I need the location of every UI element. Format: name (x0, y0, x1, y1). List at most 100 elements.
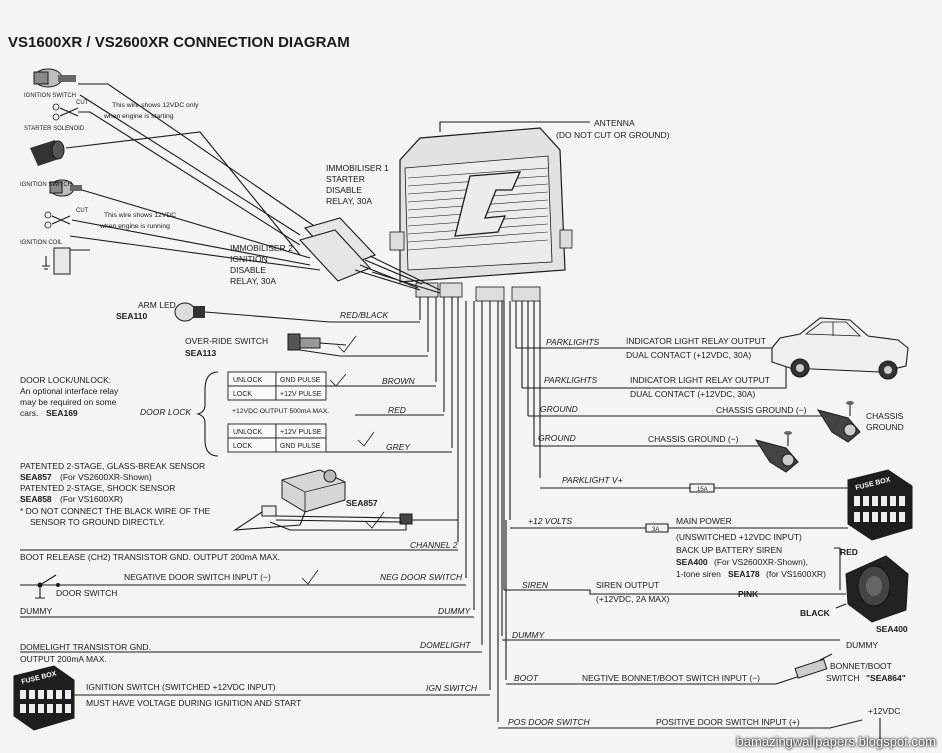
siren-black-label: BLACK (800, 608, 831, 618)
ground-lug-2-icon (754, 431, 799, 473)
svg-text:RELAY, 30A: RELAY, 30A (230, 276, 276, 286)
sensor1-models: SEA857 (20, 472, 52, 482)
sea858-note: (For VS1600XR) (60, 494, 123, 504)
svg-text:+12V PULSE: +12V PULSE (280, 391, 322, 398)
door-lock-table-1: UNLOCK GND PULSE LOCK +12V PULSE (227, 371, 327, 401)
sea858-label: SEA858 (20, 494, 52, 504)
ignition-switch-label-2: IGNITION SWITCH (20, 182, 72, 188)
svg-text:IMMOBILISER 2: IMMOBILISER 2 (230, 243, 293, 253)
dummy-right-label: DUMMY (846, 640, 878, 650)
backup1-label: BACK UP BATTERY SIREN (676, 545, 782, 555)
neg-door-switch-label: NEG DOOR SWITCH (380, 572, 463, 582)
dual1-label: DUAL CONTACT (+12VDC, 30A) (626, 350, 751, 360)
svg-text:+12V PULSE: +12V PULSE (280, 429, 322, 436)
siren-label: SIREN (522, 580, 549, 590)
wire-harness-vertical (419, 297, 541, 722)
ign-switch-label: IGN SWITCH (426, 683, 478, 693)
imm1-label: IMMOBILISER 1 STARTER DISABLE RELAY, 30A (326, 163, 389, 206)
relay-harness (298, 217, 441, 294)
check-2-icon (329, 373, 347, 387)
ground-label-2: GROUND (538, 433, 576, 443)
wire-ign-1b (79, 94, 301, 236)
override-switch-icon (287, 333, 347, 351)
siren-icon (845, 555, 909, 623)
antenna-note: (DO NOT CUT OR GROUND) (556, 130, 670, 140)
wire-siren (504, 589, 846, 595)
check-4-icon (365, 511, 385, 529)
antenna-label: ANTENNA (594, 118, 635, 128)
svg-text:LOCK: LOCK (233, 391, 252, 398)
bonnet1-label: BONNET/BOOT (830, 661, 892, 671)
dummy-right-wire-label: DUMMY (512, 630, 545, 640)
ind1-label: INDICATOR LIGHT RELAY OUTPUT (626, 336, 766, 346)
sea400-tag: SEA400 (876, 624, 908, 634)
control-unit (389, 127, 573, 302)
parklights-label-1: PARKLIGHTS (546, 337, 600, 347)
door-lock-label: DOOR LOCK (140, 407, 191, 417)
ign-note-label: MUST HAVE VOLTAGE DURING IGNITION AND ST… (86, 698, 301, 708)
bonnet-switch-icon (775, 653, 833, 685)
channel2-label: CHANNEL 2 (410, 540, 458, 550)
chassis-ground-label-2: CHASSIS GROUND (−) (648, 434, 739, 444)
sea113-label: SEA113 (185, 348, 216, 358)
plus12-volts-label: +12 VOLTS (528, 516, 572, 526)
chassis-label: CHASSIS (866, 411, 904, 421)
check-5-icon (301, 569, 319, 585)
sea400-label: SEA400 (676, 557, 708, 567)
wire-override (299, 349, 428, 357)
starter-solenoid-icon (30, 140, 65, 166)
wire-siren-black (835, 603, 847, 609)
wire-ign-1a (78, 83, 321, 231)
unswitched-label: (UNSWITCHED +12VDC INPUT) (676, 532, 802, 542)
wire-sensor-b (275, 515, 458, 523)
dummy-label-left: DUMMY (20, 606, 52, 616)
dummy-wire-label: DUMMY (438, 606, 471, 616)
wire-coil (69, 235, 321, 271)
backup4-label: (for VS1600XR) (766, 569, 826, 579)
red-label: RED (388, 405, 406, 415)
dl-note1: An optional interface relay (20, 386, 119, 396)
ind2-label: INDICATOR LIGHT RELAY OUTPUT (630, 375, 770, 385)
neg-bonnet-label: NEGTIVE BONNET/BOOT SWITCH INPUT (−) (582, 673, 760, 683)
plus12vdc-label: +12VDC (868, 706, 900, 716)
wire-parklights-2 (522, 365, 787, 389)
wire-ign-2a (81, 189, 311, 259)
ground-label-1: GROUND (540, 404, 578, 414)
watermark: bamazingwallpapers.blogspot.com (736, 734, 936, 749)
neg-door-input-label: NEGATIVE DOOR SWITCH INPUT (−) (124, 572, 271, 582)
fuse-3a-label: 3A (652, 527, 659, 533)
svg-text:UNLOCK: UNLOCK (233, 377, 263, 384)
sea857-note: (For VS2600XR-Shown) (60, 472, 152, 482)
wire-sensor-c (269, 521, 407, 531)
pos-door-label: POS DOOR SWITCH (508, 717, 591, 727)
door-lock-unlock-label: DOOR LOCK/UNLOCK: (20, 375, 111, 385)
ignition-switch-label: IGNITION SWITCH (24, 93, 76, 99)
ignition-switch-2-icon (49, 179, 82, 197)
brown-label: BROWN (382, 376, 415, 386)
sensor-warn2: SENSOR TO GROUND DIRECTLY. (30, 517, 165, 527)
svg-text:GND PULSE: GND PULSE (280, 377, 321, 384)
wire-plus12 (510, 523, 848, 533)
domelight1-label: DOMELIGHT TRANSISTOR GND. (20, 642, 151, 652)
door-switch-icon (35, 574, 60, 599)
dl-note2: may be required on some (20, 397, 117, 407)
car-icon (771, 317, 909, 380)
wire-starter (65, 131, 301, 256)
domelight2-label: OUTPUT 200mA MAX. (20, 654, 107, 664)
note1b: when engine is starting (103, 113, 174, 120)
parklights-label-2: PARKLIGHTS (544, 375, 598, 385)
fuse-box-left-icon: FUSE BOX (13, 665, 75, 731)
wire-ign-1c (78, 111, 301, 246)
siren-red-label: RED (840, 547, 858, 557)
svg-text:IGNITION: IGNITION (230, 254, 268, 264)
sensor2-label: PATENTED 2-STAGE, SHOCK SENSOR (20, 483, 175, 493)
wire-sensor-a (232, 511, 306, 531)
svg-text:DISABLE: DISABLE (326, 185, 362, 195)
dl-note3: cars. (20, 408, 38, 418)
note1a: This wire shows 12VDC only (112, 102, 199, 109)
fuse-box-right-icon: FUSE BOX (847, 469, 913, 541)
sensor-module-icon (261, 469, 413, 525)
ground-c-label: GROUND (866, 422, 904, 432)
